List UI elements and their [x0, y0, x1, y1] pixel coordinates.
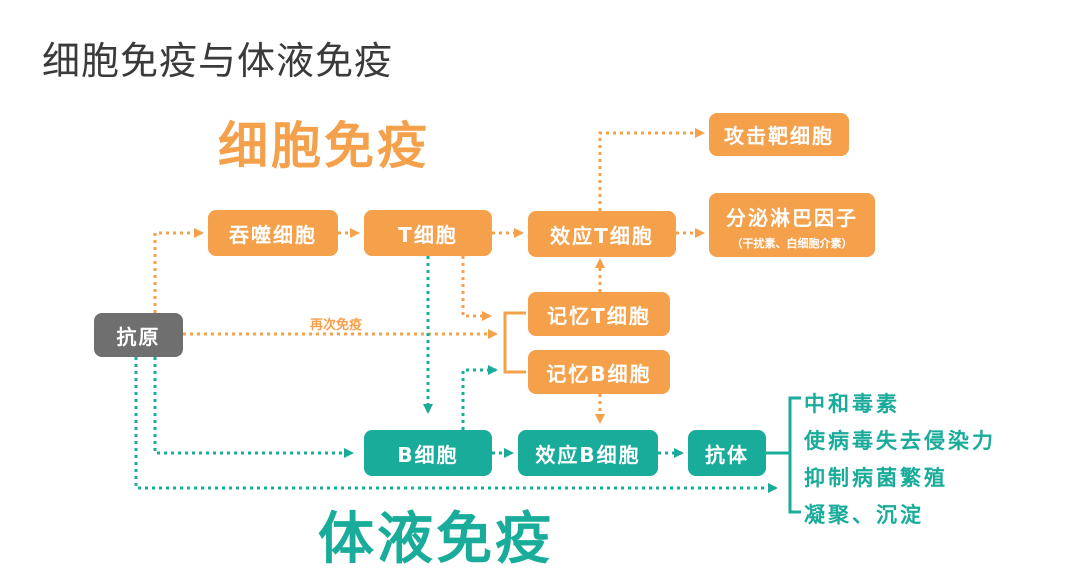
memory-bracket: [503, 311, 526, 374]
effect-agglutinate-precipitate: 凝聚、沉淀: [804, 503, 924, 527]
lymphokine-note: （干扰素、白细胞介素）: [731, 236, 853, 250]
edge-antigen-to-effects: [134, 357, 778, 493]
node-phagocyte: 吞噬细胞: [208, 210, 338, 256]
page-title: 细胞免疫与体液免疫: [42, 39, 394, 83]
node-b-cell: B细胞: [364, 430, 492, 476]
effect-inhibit-bacteria: 抑制病菌繁殖: [804, 466, 948, 490]
edge-effector-t-to-attack: [598, 128, 705, 211]
node-effector-b-cell: 效应B细胞: [518, 430, 658, 476]
node-t-cell: T细胞: [364, 210, 492, 256]
edge-antigen-to-phagocyte: [153, 228, 204, 313]
reimmunization-label: 再次免疫: [310, 318, 363, 333]
edge-tcell-to-memory-t: [461, 256, 492, 321]
node-memory-t-cell: 记忆T细胞: [528, 292, 670, 336]
antibody-effects-list: 中和毒素 使病毒失去侵染力 抑制病菌繁殖 凝聚、沉淀: [804, 386, 996, 534]
effects-bracket: [788, 396, 801, 514]
node-effector-t-cell: 效应T细胞: [528, 211, 676, 257]
lymphokine-label: 分泌淋巴因子: [726, 205, 858, 230]
effect-neutralize-toxin: 中和毒素: [804, 392, 900, 416]
node-attack-target-cell: 攻击靶细胞: [709, 113, 849, 156]
edge-bcell-to-memory-b: [461, 365, 498, 430]
node-antigen: 抗原: [94, 313, 183, 357]
node-antibody: 抗体: [688, 430, 766, 476]
node-secrete-lymphokine: 分泌淋巴因子 （干扰素、白细胞介素）: [709, 193, 875, 257]
edge-antigen-to-bcell: [153, 357, 354, 458]
cellular-immunity-heading: 细胞免疫: [218, 117, 430, 175]
effect-virus-lose-infectivity: 使病毒失去侵染力: [804, 429, 996, 453]
node-memory-b-cell: 记忆B细胞: [528, 350, 670, 394]
humoral-immunity-heading: 体液免疫: [318, 507, 554, 572]
